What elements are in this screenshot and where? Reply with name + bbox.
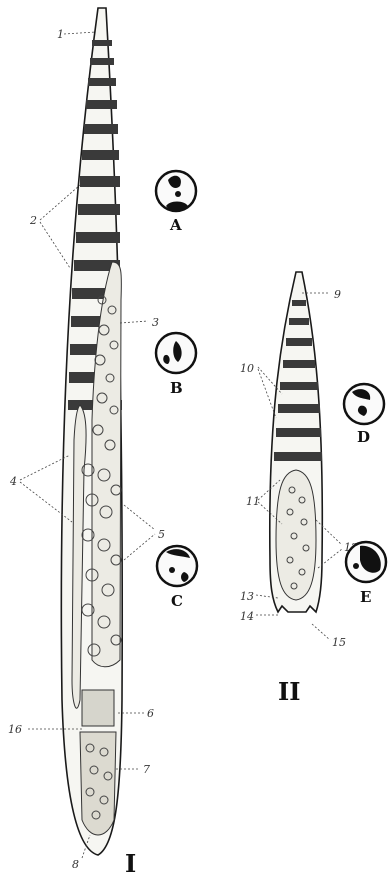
figure-1-numeral: I [125,849,136,878]
inset-e [346,542,386,582]
label-15: 15 [332,636,346,649]
inset-a-label: A [169,216,182,234]
label-13: 13 [240,590,254,603]
label-4: 4 [9,475,17,488]
label-16: 16 [8,723,22,736]
label-7: 7 [143,763,150,776]
label-14: 14 [240,610,254,623]
figure-2-inner-sheath [276,470,316,600]
label-11: 11 [246,495,260,508]
label-1: 1 [57,28,64,41]
inset-a [156,171,196,212]
label-2: 2 [29,214,37,227]
label-3: 3 [152,316,159,329]
label-5: 5 [158,528,165,541]
label-8: 8 [72,858,79,871]
label-10: 10 [240,362,254,375]
inset-e-label: E [360,588,371,606]
inset-b [156,333,196,373]
label-6: 6 [147,707,154,720]
label-9: 9 [334,288,341,301]
inset-c [157,546,197,586]
inset-d [344,384,384,424]
inset-b-label: B [170,379,183,397]
figure-2-numeral: II [278,677,300,706]
figure-1 [61,8,122,855]
inset-c-label: C [171,592,183,610]
figure-2 [270,272,323,612]
figure-1-base [80,732,116,835]
inset-d-label: D [357,428,370,446]
figure-1-basal-block [82,690,114,726]
